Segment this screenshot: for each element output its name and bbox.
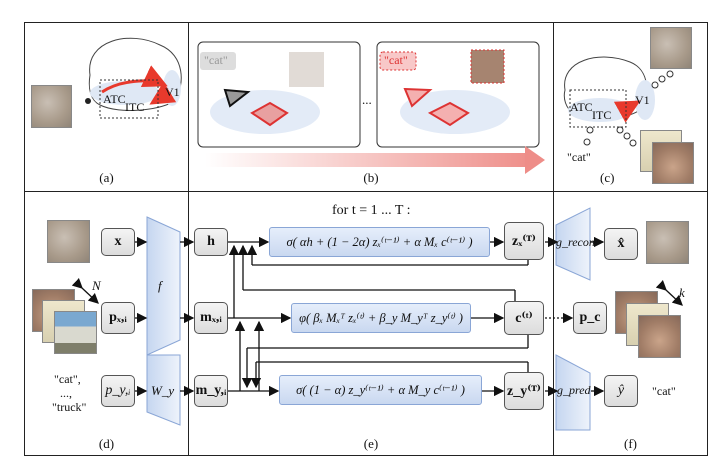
loop-header: for t = 1 ... T : <box>332 203 411 218</box>
brain-c <box>563 56 674 147</box>
node-c: c⁽ᵗ⁾ <box>504 301 544 335</box>
pc-image-f-3 <box>638 315 681 358</box>
node-z-y-label: z_y⁽ᵀ⁾ <box>507 383 541 399</box>
node-p-x: pₓ,ᵢ <box>101 302 135 334</box>
panel-label-f: (f) <box>624 436 637 451</box>
node-h: h <box>194 228 228 256</box>
input-cat-image-a <box>31 85 72 128</box>
equation-z-y: σ( (1 − α) z_y⁽ᵗ⁻¹⁾ + α M_y c⁽ᵗ⁻¹⁾ ) <box>279 375 482 405</box>
equation-z-x: σ( αh + (1 − 2α) zₓ⁽ᵗ⁻¹⁾ + α Mₓ c⁽ᵗ⁻¹⁾ ) <box>269 227 490 257</box>
node-x-label: x <box>114 234 122 249</box>
word-cat-f: "cat" <box>652 384 676 398</box>
wires <box>71 236 683 397</box>
node-x-hat: x̂ <box>604 228 638 260</box>
node-m-x-label: mₓ,ᵢ <box>200 310 222 325</box>
panel-label-b: (b) <box>363 170 379 185</box>
decoder-gpred-label: g_pred <box>557 383 591 397</box>
equation-c: φ( βₓ Mₓᵀ zₓ⁽ᵗ⁾ + β_y M_yᵀ z_y⁽ᵗ⁾ ) <box>291 303 471 333</box>
node-p-c-label: p_c <box>579 310 601 325</box>
panel-label-e: (e) <box>363 436 379 451</box>
region-itc-c: ITC <box>592 108 612 122</box>
node-m-y: m_y,ᵢ <box>194 375 228 407</box>
equation-z-x-text: σ( αh + (1 − 2α) zₓ⁽ᵗ⁻¹⁾ + α Mₓ c⁽ᵗ⁻¹⁾ ) <box>286 235 473 249</box>
k-label: k <box>679 285 685 300</box>
encoder-f <box>146 216 181 356</box>
word-cat-b-left: "cat" <box>204 53 228 67</box>
equation-c-text: φ( βₓ Mₓᵀ zₓ⁽ᵗ⁾ + β_y M_yᵀ z_y⁽ᵗ⁾ ) <box>299 311 463 325</box>
encoder-wy-label: W_y <box>151 383 175 398</box>
recon-cat-image-f <box>646 221 689 264</box>
node-p-x-label: pₓ,ᵢ <box>109 310 127 325</box>
panel-label-a: (a) <box>99 170 114 185</box>
node-y-hat-label: ŷ <box>617 383 625 398</box>
panel-label-c: (c) <box>600 170 615 185</box>
encoder-f-label: f <box>158 278 162 293</box>
brain-a <box>85 37 182 119</box>
node-p-c: p_c <box>573 302 607 334</box>
panel-f <box>553 191 708 456</box>
node-m-x: mₓ,ᵢ <box>194 302 228 334</box>
node-p-y: p_y,ᵢ <box>101 375 135 407</box>
node-z-y: z_y⁽ᵀ⁾ <box>504 372 544 410</box>
recon-cat-image-c <box>650 27 692 69</box>
decoder-grecon-label: g_recon <box>556 235 595 249</box>
prototype-image-d-3 <box>54 311 97 354</box>
node-z-x: zₓ⁽ᵀ⁾ <box>504 222 544 260</box>
node-p-y-label: p_y,ᵢ <box>105 383 131 398</box>
node-m-y-label: m_y,ᵢ <box>195 383 227 398</box>
node-z-x-label: zₓ⁽ᵀ⁾ <box>512 233 536 249</box>
region-atc-c: ATC <box>570 100 593 114</box>
region-v1-c: V1 <box>635 93 650 107</box>
decoder-gpred <box>555 354 591 431</box>
region-atc-a: ATC <box>103 92 126 106</box>
word-truck-d: "truck" <box>52 400 87 414</box>
node-y-hat: ŷ <box>604 375 638 407</box>
input-cat-image-d <box>47 220 90 263</box>
node-c-label: c⁽ᵗ⁾ <box>515 310 533 326</box>
node-x-hat-label: x̂ <box>617 236 625 251</box>
stack-image-c-2 <box>652 142 694 184</box>
region-v1-a: V1 <box>165 85 180 99</box>
decoder-grecon <box>555 207 591 281</box>
equation-z-y-text: σ( (1 − α) z_y⁽ᵗ⁻¹⁾ + α M_y c⁽ᵗ⁻¹⁾ ) <box>296 383 465 397</box>
word-cat-b-right: "cat" <box>384 53 408 67</box>
node-h-label: h <box>207 234 215 249</box>
word-cat-d: "cat", <box>54 372 81 386</box>
region-itc-a: ITC <box>125 100 145 114</box>
node-x: x <box>101 228 135 256</box>
network-b <box>197 41 545 174</box>
n-label: N <box>92 278 101 293</box>
ellipsis-b: ... <box>362 92 372 107</box>
panel-label-d: (d) <box>98 436 115 451</box>
word-ellipsis-d: ..., <box>60 386 72 400</box>
word-cat-c: "cat" <box>567 150 591 164</box>
